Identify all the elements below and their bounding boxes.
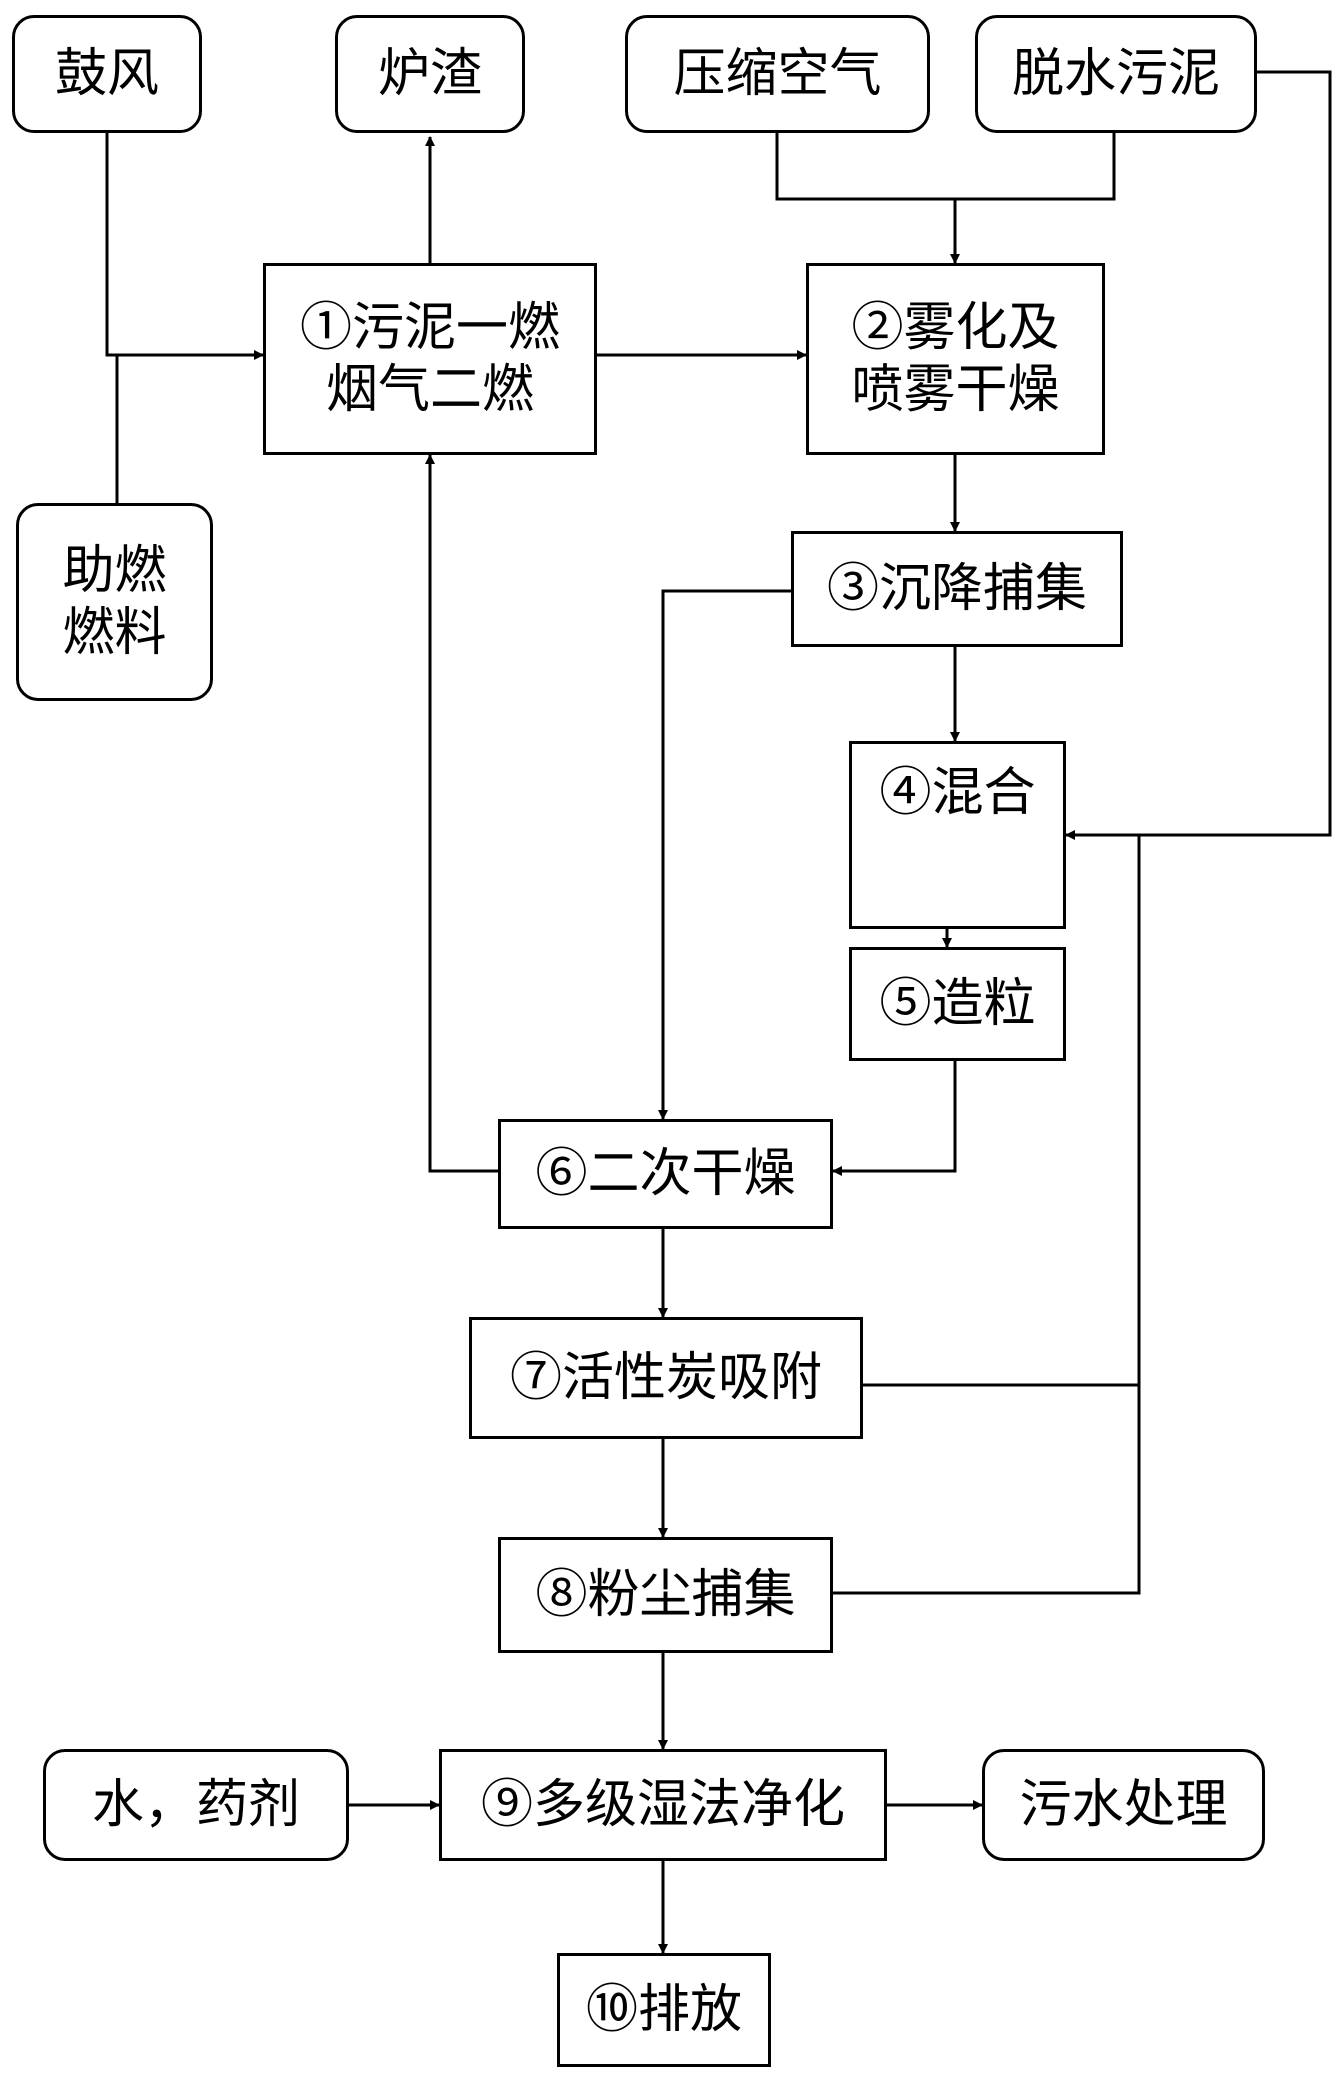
node-combustion: ①污泥一燃 烟气二燃 [263,263,597,455]
label-discharge: ⑩排放 [585,1980,742,2040]
node-discharge: ⑩排放 [557,1953,771,2067]
label-aux-fuel-line2: 燃料 [62,603,167,663]
node-blower: 鼓风 [12,15,202,133]
node-compressed-air: 压缩空气 [625,15,930,133]
label-combustion-line2: 烟气二燃 [325,360,534,420]
label-settle: ③沉降捕集 [826,559,1087,619]
node-aux-fuel: 助燃 燃料 [16,503,213,701]
label-mix: ④混合 [879,763,1036,823]
node-mix: ④混合 [849,741,1066,929]
edge-air-to-dryer [775,133,1116,201]
label-blower: 鼓风 [54,44,159,104]
node-dewatered-sludge: 脱水污泥 [975,15,1257,133]
node-wastewater: 污水处理 [982,1749,1265,1861]
node-secondary-dry: ⑥二次干燥 [498,1119,833,1229]
node-settle: ③沉降捕集 [791,531,1123,647]
label-granulate: ⑤造粒 [879,974,1036,1034]
node-carbon-adsorb: ⑦活性炭吸附 [469,1317,863,1439]
label-combustion-line1: ①污泥一燃 [299,298,560,358]
node-dust-collect: ⑧粉尘捕集 [498,1537,833,1653]
edge-sludge-to-mix [1065,70,1332,840]
label-aux-fuel-line1: 助燃 [62,541,167,601]
label-slag: 炉渣 [377,44,482,104]
label-wastewater: 污水处理 [1019,1775,1228,1835]
node-slag: 炉渣 [335,15,525,133]
node-wet-purify: ⑨多级湿法净化 [439,1749,887,1861]
label-carbon-adsorb: ⑦活性炭吸附 [509,1348,822,1408]
label-atomize-dry-line1: ②雾化及 [851,298,1060,358]
node-atomize-dry: ②雾化及 喷雾干燥 [806,263,1105,455]
node-granulate: ⑤造粒 [849,947,1066,1061]
label-dewatered-sludge: 脱水污泥 [1011,44,1220,104]
edge-granulate-to-secondary-dry [832,1061,957,1176]
label-compressed-air: 压缩空气 [673,44,882,104]
label-dust-collect: ⑧粉尘捕集 [535,1565,796,1625]
label-secondary-dry: ⑥二次干燥 [535,1144,796,1204]
edge-blower-to-combustion [105,133,264,360]
edge-secondary-dry-to-combustion [425,454,498,1173]
label-wet-purify: ⑨多级湿法净化 [480,1775,845,1835]
label-atomize-dry-line2: 喷雾干燥 [851,360,1060,420]
node-water-agent: 水，药剂 [43,1749,349,1861]
edge-settle-to-secondary-dry [658,589,791,1120]
label-water-agent: 水，药剂 [91,1775,300,1835]
edge-dust-recycle [833,835,1141,1595]
